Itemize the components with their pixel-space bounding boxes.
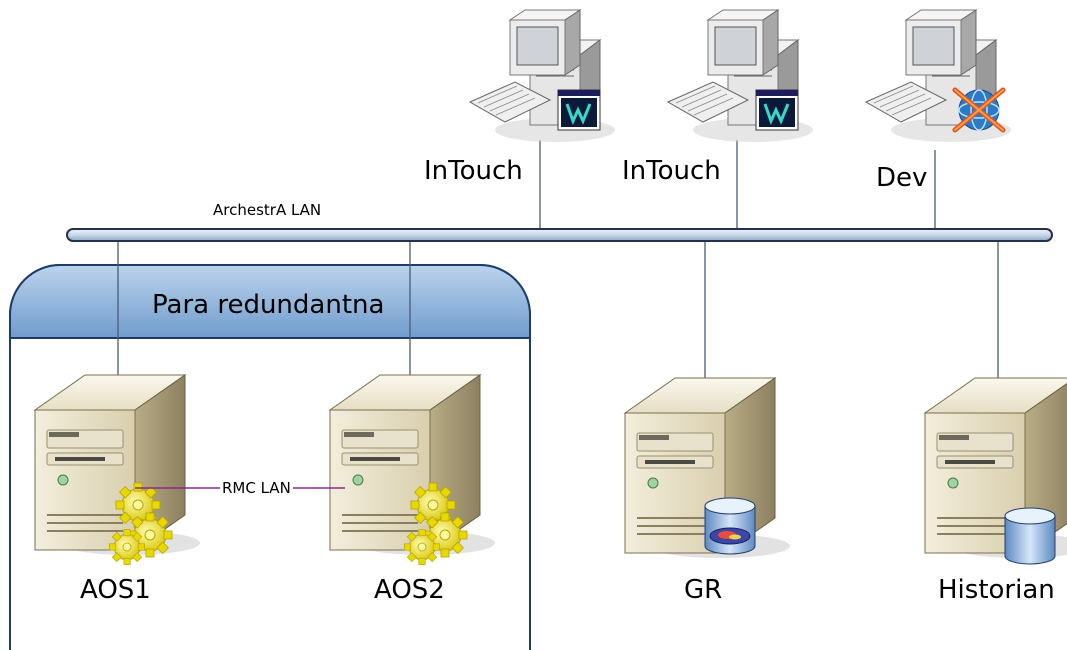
workstation-intouch-1 bbox=[469, 9, 616, 143]
group-title: Para redundantna bbox=[152, 290, 385, 320]
server-historian bbox=[924, 377, 1067, 565]
network-links bbox=[117, 140, 999, 380]
server-gr bbox=[624, 377, 791, 559]
archestra-lan-label: ArchestrA LAN bbox=[213, 201, 322, 219]
intouch-icon bbox=[556, 88, 602, 132]
intouch-icon bbox=[754, 88, 800, 132]
server-aos2 bbox=[329, 374, 496, 565]
workstation-label-dev: Dev bbox=[876, 163, 928, 193]
galaxy-database-icon bbox=[704, 497, 756, 555]
workstation-label-intouch-1: InTouch bbox=[424, 156, 523, 186]
server-label-aos2: AOS2 bbox=[374, 575, 445, 605]
workstation-label-intouch-2: InTouch bbox=[622, 156, 721, 186]
server-aos1 bbox=[34, 374, 201, 565]
workstation-intouch-2 bbox=[667, 9, 814, 143]
database-icon bbox=[1004, 507, 1056, 565]
archestra-lan-bus bbox=[66, 228, 1053, 242]
rmc-lan-label: RMC LAN bbox=[220, 479, 293, 497]
redundant-pair-group bbox=[9, 264, 531, 650]
ide-globe-icon bbox=[952, 87, 1006, 133]
server-label-historian: Historian bbox=[938, 575, 1055, 605]
server-label-gr: GR bbox=[684, 575, 723, 605]
workstation-dev bbox=[865, 9, 1012, 143]
server-label-aos1: AOS1 bbox=[80, 575, 151, 605]
